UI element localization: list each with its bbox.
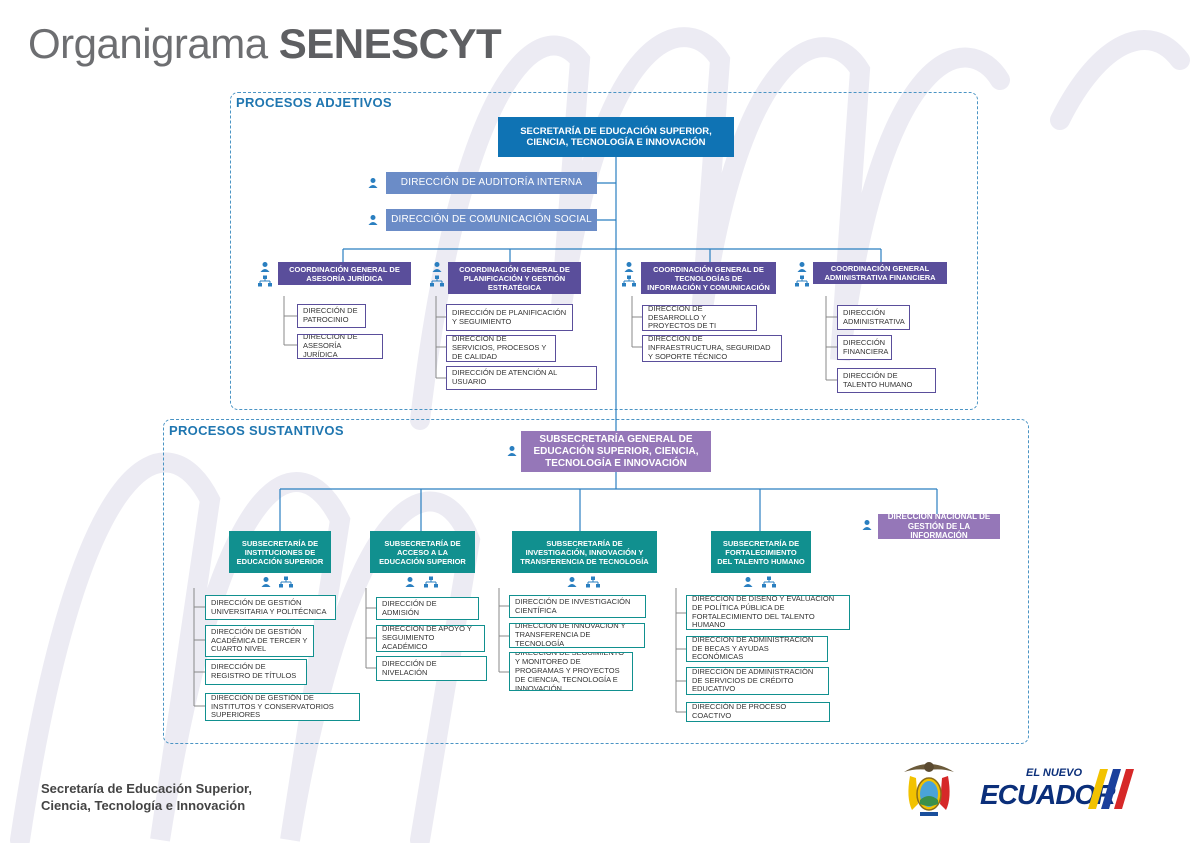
subsecretaria-box: SUBSECRETARÍA DE INSTITUCIONES DE EDUCAC… [229,531,331,573]
org-structure-icon [430,275,444,287]
child-box: DIRECCIÓN DE TALENTO HUMANO [837,368,936,393]
org-structure-icon [622,275,636,287]
child-box: DIRECCIÓN DE DESARROLLO Y PROYECTOS DE T… [642,305,757,331]
person-icon [507,446,517,456]
child-box: DIRECCIÓN DE ATENCIÓN AL USUARIO [446,366,597,390]
section-label-adjetivos: PROCESOS ADJETIVOS [236,95,392,110]
flag-stripes-icon [1088,769,1134,809]
child-box: DIRECCIÓN DE INFRAESTRUCTURA, SEGURIDAD … [642,335,782,362]
person-icon [368,178,378,188]
person-icon [432,262,442,272]
person-icon [862,520,872,530]
footer-institution: Secretaría de Educación Superior, Cienci… [41,781,252,815]
subsecretaria-box: SUBSECRETARÍA DE INVESTIGACIÓN, INNOVACI… [512,531,657,573]
person-icon [368,215,378,225]
child-box: DIRECCIÓN DE ADMINISTRACIÓN DE SERVICIOS… [686,667,829,695]
child-box: DIRECCIÓN DE DISEÑO Y EVALUACIÓN DE POLÍ… [686,595,850,630]
child-box: DIRECCIÓN DE GESTIÓN DE INSTITUTOS Y CON… [205,693,360,721]
child-box: DIRECCIÓN DE NIVELACIÓN [376,656,487,681]
coat-of-arms-icon [904,762,954,816]
child-box: DIRECCIÓN DE INNOVACIÓN Y TRANSFERENCIA … [509,623,645,648]
child-box: DIRECCIÓN DE GESTIÓN ACADÉMICA DE TERCER… [205,625,314,657]
person-icon [743,577,753,587]
org-structure-icon [258,275,272,287]
brand-top-text: EL NUEVO [1026,767,1083,779]
person-icon [624,262,634,272]
subsecretaria-box: SUBSECRETARÍA DE FORTALECIMIENTO DEL TAL… [711,531,811,573]
comunicacion-box: DIRECCIÓN DE COMUNICACIÓN SOCIAL [386,209,597,231]
child-box: DIRECCIÓN DE INVESTIGACIÓN CIENTÍFICA [509,595,646,618]
subsecretaria-box: SUBSECRETARÍA DE ACCESO A LA EDUCACIÓN S… [370,531,475,573]
person-icon [260,262,270,272]
person-icon [405,577,415,587]
coordinacion-box: COORDINACIÓN GENERAL DE TECNOLOGÍAS DE I… [641,262,776,294]
secretaria-box: SECRETARÍA DE EDUCACIÓN SUPERIOR, CIENCI… [498,117,734,157]
child-box: DIRECCIÓN DE ADMISIÓN [376,597,479,620]
auditoria-box: DIRECCIÓN DE AUDITORÍA INTERNA [386,172,597,194]
subsecretaria-general-box: SUBSECRETARÍA GENERAL DE EDUCACIÓN SUPER… [521,431,711,472]
person-icon [261,577,271,587]
child-box: DIRECCIÓN DE PROCESO COACTIVO [686,702,830,722]
child-box: DIRECCIÓN FINANCIERA [837,335,892,360]
child-box: DIRECCIÓN DE PATROCINIO [297,304,366,328]
coordinacion-box: COORDINACIÓN GENERAL DE ASESORÍA JURÍDIC… [278,262,411,285]
footer-line-2: Ciencia, Tecnología e Innovación [41,797,246,813]
child-box: DIRECCIÓN DE APOYO Y SEGUIMIENTO ACADÉMI… [376,625,485,652]
org-structure-icon [586,576,600,588]
child-box: DIRECCIÓN DE ASESORÍA JURÍDICA [297,334,383,359]
org-structure-icon [795,275,809,287]
page-title: Organigrama SENESCYT [28,20,502,68]
page-title-bold: SENESCYT [278,20,502,67]
child-box: DIRECCIÓN DE SERVICIOS, PROCESOS Y DE CA… [446,335,556,362]
section-procesos-adjetivos [230,92,978,410]
coordinacion-box: COORDINACIÓN GENERAL DE PLANIFICACIÓN Y … [448,262,581,294]
org-structure-icon [279,576,293,588]
child-box: DIRECCIÓN DE PLANIFICACIÓN Y SEGUIMIENTO [446,304,573,331]
section-label-sustantivos: PROCESOS SUSTANTIVOS [169,423,344,438]
coordinacion-box: COORDINACIÓN GENERAL ADMINISTRATIVA FINA… [813,262,947,284]
child-box: DIRECCIÓN DE SEGUIMIENTO Y MONITOREO DE … [509,652,633,691]
el-nuevo-ecuador-logo: EL NUEVO ECUADOR [978,765,1148,815]
child-box: DIRECCIÓN DE ADMINISTRACIÓN DE BECAS Y A… [686,636,828,662]
child-box: DIRECCIÓN DE GESTIÓN UNIVERSITARIA Y POL… [205,595,336,620]
org-structure-icon [762,576,776,588]
child-box: DIRECCIÓN DE REGISTRO DE TÍTULOS [205,659,307,685]
org-structure-icon [424,576,438,588]
person-icon [797,262,807,272]
page-title-light: Organigrama [28,20,279,67]
footer-line-1: Secretaría de Educación Superior, [41,781,252,796]
child-box: DIRECCIÓN ADMINISTRATIVA [837,305,910,330]
direccion-nacional-box: DIRECCIÓN NACIONAL DE GESTIÓN DE LA INFO… [878,514,1000,539]
section-procesos-sustantivos [163,419,1029,744]
person-icon [567,577,577,587]
